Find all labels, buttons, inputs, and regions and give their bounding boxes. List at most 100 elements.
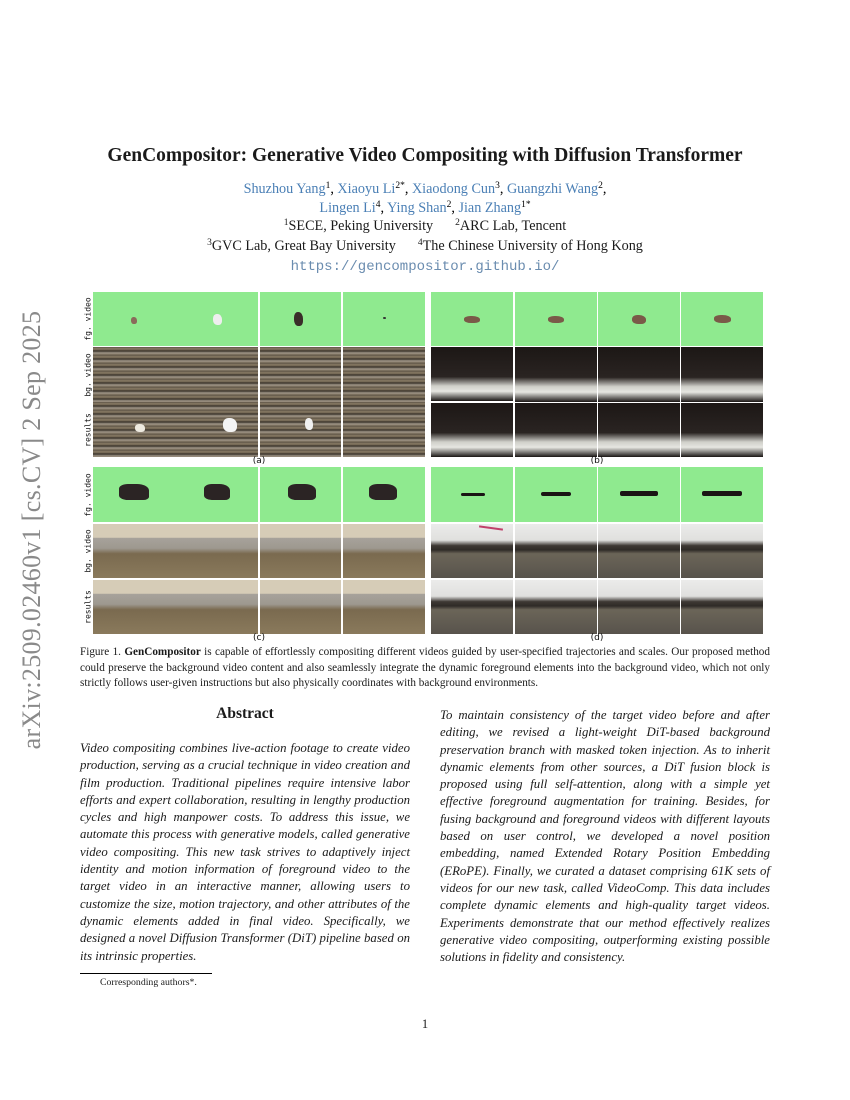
author-link[interactable]: Xiaoyu Li bbox=[337, 181, 396, 197]
bg-frame bbox=[343, 524, 425, 578]
abstract-left-column: Video compositing combines live-action f… bbox=[80, 741, 410, 963]
project-url[interactable]: https://gencompositor.github.io/ bbox=[290, 259, 560, 275]
fg-object bbox=[288, 484, 316, 500]
abstract-right-column: To maintain consistency of the target vi… bbox=[440, 708, 770, 965]
result-frame bbox=[93, 580, 258, 634]
fg-frame bbox=[343, 292, 425, 346]
fg-frame bbox=[515, 292, 597, 346]
result-frame bbox=[431, 403, 513, 457]
bg-frame bbox=[343, 347, 425, 402]
trajectory-arrow bbox=[478, 525, 504, 531]
caption-prefix: Figure 1. bbox=[80, 646, 121, 658]
authors-line-1: Shuzhou Yang1, Xiaoyu Li2*, Xiaodong Cun… bbox=[0, 180, 850, 199]
fg-frame bbox=[431, 467, 513, 522]
result-frame bbox=[598, 403, 680, 457]
result-frame bbox=[515, 580, 597, 634]
caption-text: is capable of effortlessly compositing d… bbox=[80, 646, 770, 689]
author-sup: 1 bbox=[325, 181, 331, 191]
panel-label: (b) bbox=[590, 456, 604, 466]
result-frame bbox=[681, 580, 763, 634]
fg-frame bbox=[93, 467, 258, 522]
author-sup: 2 bbox=[598, 181, 603, 191]
bg-frame bbox=[93, 347, 258, 402]
fg-object bbox=[620, 491, 658, 496]
bg-frame bbox=[681, 347, 763, 402]
fg-object bbox=[213, 314, 222, 325]
fg-frame bbox=[93, 292, 258, 346]
panel-label: (a) bbox=[252, 456, 266, 466]
fg-frame bbox=[431, 292, 513, 346]
result-frame bbox=[515, 403, 597, 457]
bg-frame bbox=[93, 524, 258, 578]
author-link[interactable]: Jian Zhang bbox=[458, 200, 522, 216]
fg-object bbox=[131, 317, 137, 324]
fg-object bbox=[461, 493, 485, 496]
caption-bold: GenCompositor bbox=[124, 646, 201, 658]
fg-object bbox=[294, 312, 303, 326]
fg-frame bbox=[598, 467, 680, 522]
author-link[interactable]: Lingen Li bbox=[319, 200, 376, 216]
result-frame bbox=[431, 580, 513, 634]
affiliation: The Chinese University of Hong Kong bbox=[422, 238, 643, 254]
fg-frame bbox=[515, 467, 597, 522]
fg-object bbox=[383, 317, 386, 319]
result-frame bbox=[681, 403, 763, 457]
result-frame bbox=[343, 402, 425, 457]
affiliation: GVC Lab, Great Bay University bbox=[211, 238, 396, 254]
fg-object bbox=[464, 316, 480, 323]
footnote-rule bbox=[80, 973, 212, 974]
bg-frame bbox=[260, 524, 341, 578]
author-link[interactable]: Shuzhou Yang bbox=[243, 181, 326, 197]
author-link[interactable]: Xiaodong Cun bbox=[411, 181, 496, 197]
fg-object bbox=[369, 484, 397, 500]
panel-label: (c) bbox=[253, 633, 265, 643]
composited-object bbox=[135, 424, 145, 432]
author-link[interactable]: Ying Shan bbox=[387, 200, 447, 216]
fg-object bbox=[119, 484, 149, 500]
result-frame bbox=[93, 402, 258, 457]
fg-frame bbox=[260, 292, 341, 346]
panel-label: (d) bbox=[590, 633, 604, 643]
arxiv-id: arXiv:2509.02460v1 [cs.CV] 2 Sep 2025 bbox=[17, 310, 46, 750]
fg-frame bbox=[260, 467, 341, 522]
composited-object bbox=[305, 418, 313, 430]
result-frame bbox=[260, 402, 341, 457]
fg-frame bbox=[681, 292, 763, 346]
affil-sup: 3 bbox=[207, 238, 212, 248]
bg-frame bbox=[598, 347, 680, 402]
sep: , bbox=[404, 181, 412, 197]
author-sup: 2* bbox=[395, 181, 405, 191]
sep: , bbox=[380, 200, 388, 216]
bg-frame bbox=[515, 347, 597, 402]
sep: , bbox=[499, 181, 507, 197]
bg-frame bbox=[431, 347, 513, 401]
abstract-heading: Abstract bbox=[216, 705, 274, 722]
fg-object bbox=[714, 315, 731, 323]
author-link[interactable]: Guangzhi Wang bbox=[506, 181, 599, 197]
arxiv-stamp: arXiv:2509.02460v1 [cs.CV] 2 Sep 2025 bbox=[8, 311, 56, 750]
fg-object bbox=[548, 316, 564, 323]
fg-frame bbox=[598, 292, 680, 346]
fg-object bbox=[204, 484, 230, 500]
author-sup: 4 bbox=[375, 200, 381, 210]
result-frame bbox=[343, 580, 425, 634]
fg-object bbox=[541, 492, 571, 496]
bg-frame bbox=[598, 524, 680, 578]
author-sup: 3 bbox=[495, 181, 500, 191]
fg-object bbox=[702, 491, 742, 496]
fg-object bbox=[632, 315, 646, 324]
fg-frame bbox=[681, 467, 763, 522]
bg-frame bbox=[681, 524, 763, 578]
bg-frame bbox=[515, 524, 597, 578]
paper-title: GenCompositor: Generative Video Composit… bbox=[107, 145, 743, 166]
sep: , bbox=[602, 181, 607, 197]
author-sup: 1* bbox=[521, 200, 531, 210]
footnote: Corresponding authors*. bbox=[100, 977, 197, 988]
result-frame bbox=[598, 580, 680, 634]
affil-sup: 1 bbox=[283, 218, 289, 228]
bg-frame bbox=[260, 347, 341, 402]
sep: , bbox=[330, 181, 338, 197]
sep: , bbox=[451, 200, 459, 216]
